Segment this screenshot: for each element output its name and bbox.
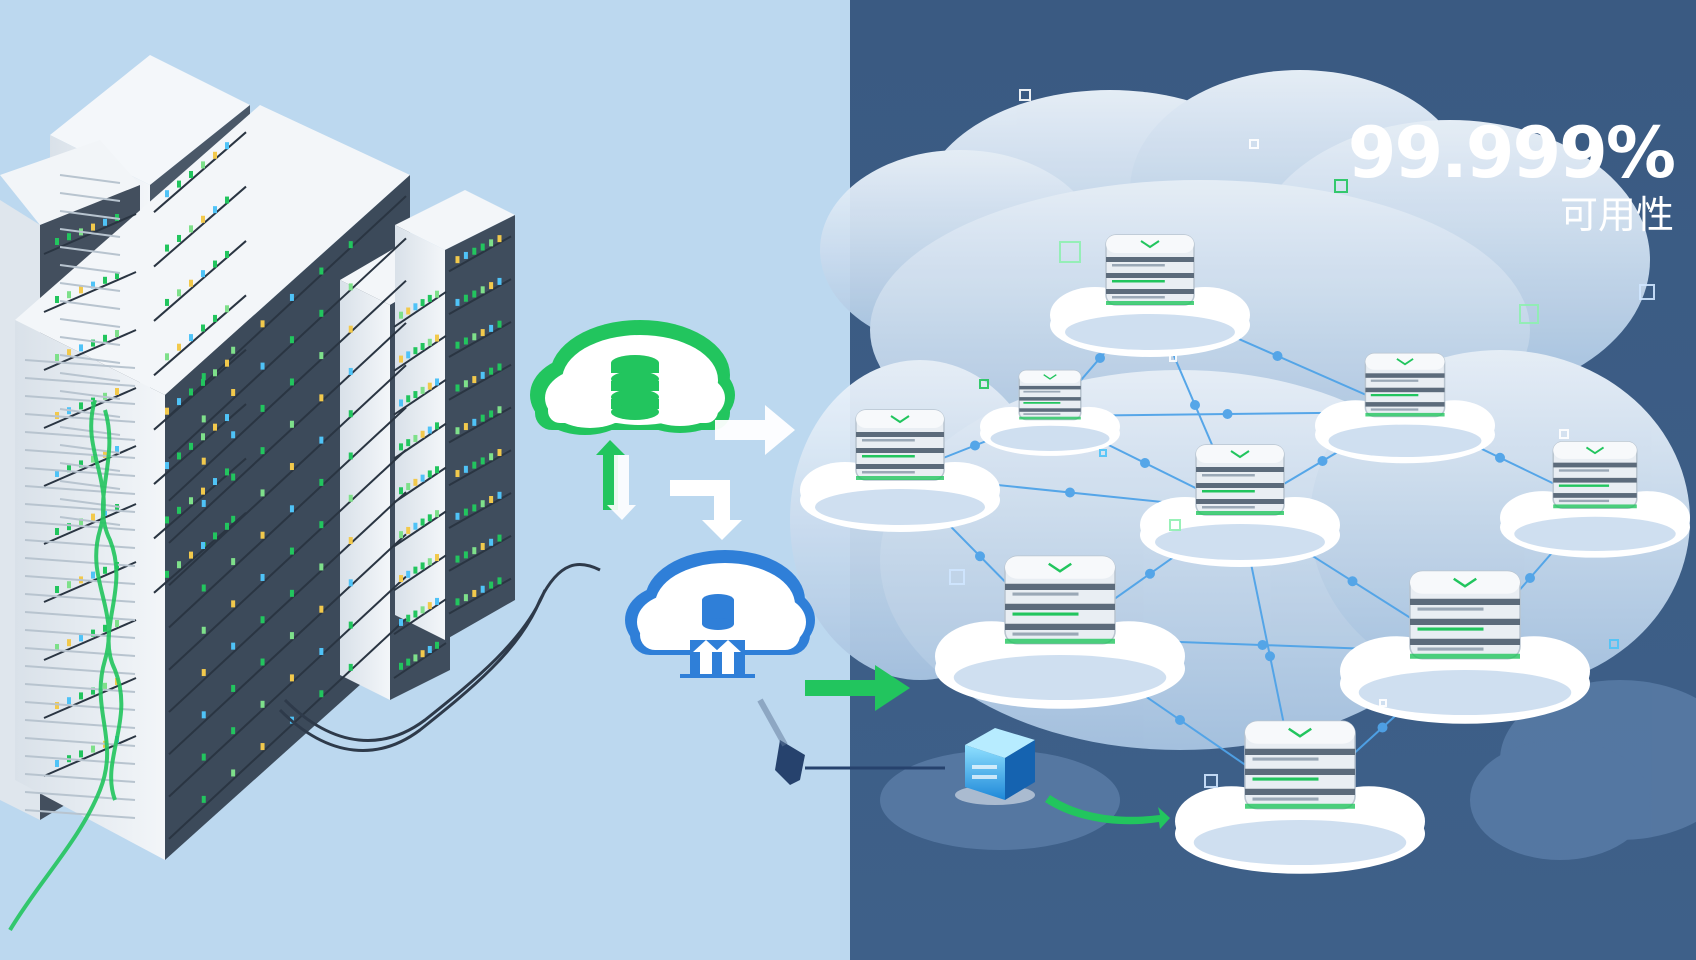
transfer-arrows [596, 405, 1170, 829]
cloud-network-icon [800, 234, 1690, 874]
cloud-upload-icon [625, 550, 815, 678]
data-cube-icon [955, 728, 1035, 805]
plug-icon [757, 698, 945, 785]
server-rack-icon [0, 55, 515, 860]
floating-particles [949, 89, 1655, 788]
cloud-database-icon [530, 320, 735, 435]
green-cables [8, 399, 124, 932]
availability-headline: 99.999% 可用性 [1347, 112, 1676, 238]
availability-value: 99.999% [1347, 112, 1676, 194]
network-cables [278, 563, 601, 752]
availability-caption: 可用性 [1559, 193, 1674, 237]
